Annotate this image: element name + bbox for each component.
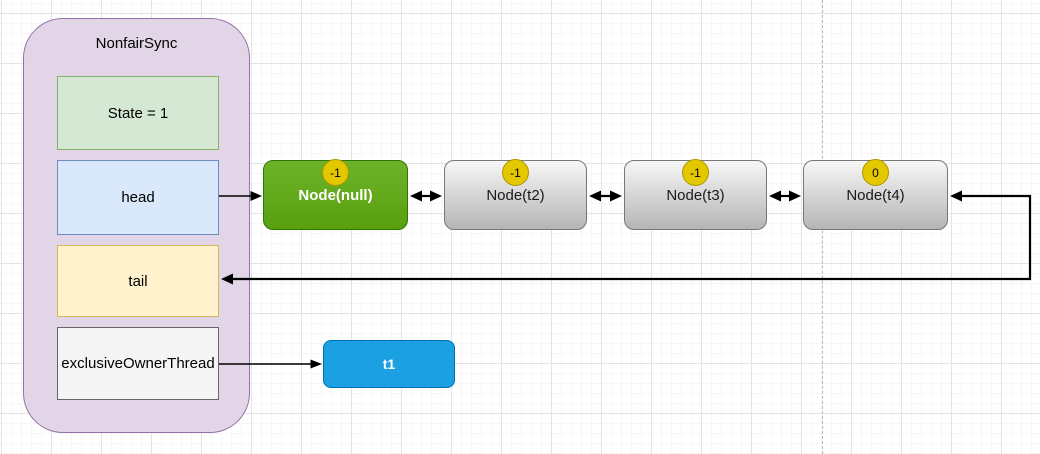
field-head[interactable]: head: [57, 160, 219, 235]
queue-node-null-label: Node(null): [298, 186, 373, 204]
wait-status-badge-null[interactable]: -1: [322, 159, 349, 186]
field-exclusive-owner-thread[interactable]: exclusiveOwnerThread: [57, 327, 219, 400]
edge-node-t3-node-t4[interactable]: [769, 190, 801, 202]
thread-box-t1-label: t1: [382, 356, 396, 372]
field-exclusive-owner-thread-label: exclusiveOwnerThread: [61, 355, 215, 372]
edge-node-null-node-t2[interactable]: [410, 190, 442, 202]
queue-node-t2-label: Node(t2): [486, 186, 545, 204]
queue-node-t4-label: Node(t4): [846, 186, 905, 204]
field-tail-label: tail: [128, 272, 148, 290]
wait-status-badge-t4[interactable]: 0: [862, 159, 889, 186]
wait-status-t2-value: -1: [510, 165, 521, 180]
wait-status-badge-t2[interactable]: -1: [502, 159, 529, 186]
field-state-label: State = 1: [107, 104, 169, 122]
wait-status-t4-value: 0: [872, 165, 879, 180]
edge-node-t2-node-t3[interactable]: [589, 190, 622, 202]
wait-status-badge-t3[interactable]: -1: [682, 159, 709, 186]
thread-box-t1[interactable]: t1: [323, 340, 455, 388]
wait-status-t3-value: -1: [690, 165, 701, 180]
queue-node-t3-label: Node(t3): [666, 186, 725, 204]
wait-status-null-value: -1: [330, 165, 341, 180]
nonfairsync-title: NonfairSync: [95, 35, 178, 52]
field-tail[interactable]: tail: [57, 245, 219, 317]
field-head-label: head: [121, 189, 155, 206]
field-state[interactable]: State = 1: [57, 76, 219, 150]
